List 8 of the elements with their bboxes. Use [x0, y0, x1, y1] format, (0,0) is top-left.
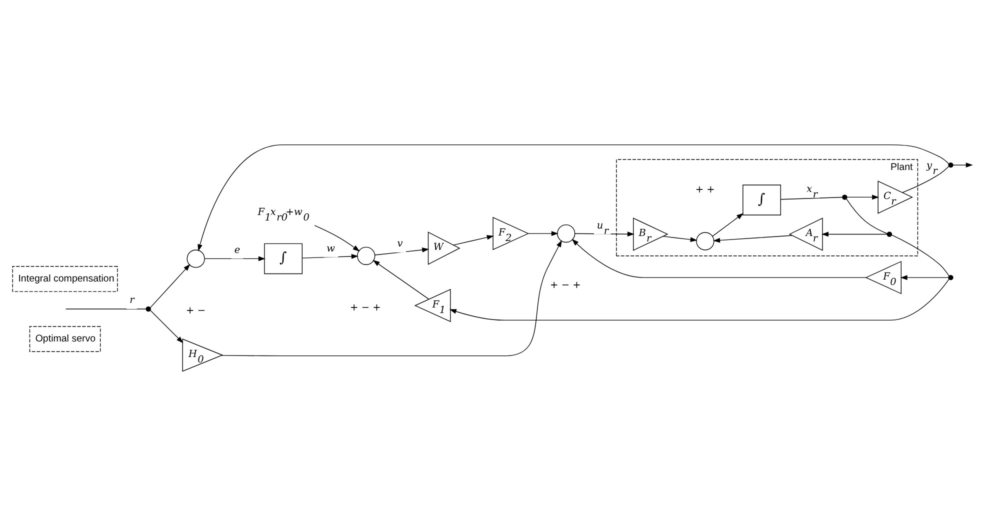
edge-label: r: [130, 295, 134, 306]
node-label: + +: [695, 184, 715, 196]
edge-label: e: [234, 244, 240, 256]
node-label: + −: [186, 305, 206, 316]
edge-label: w: [326, 244, 336, 254]
node-label: + − +: [350, 302, 381, 314]
edge-label: v: [397, 238, 403, 250]
node-label: + − +: [550, 280, 581, 292]
